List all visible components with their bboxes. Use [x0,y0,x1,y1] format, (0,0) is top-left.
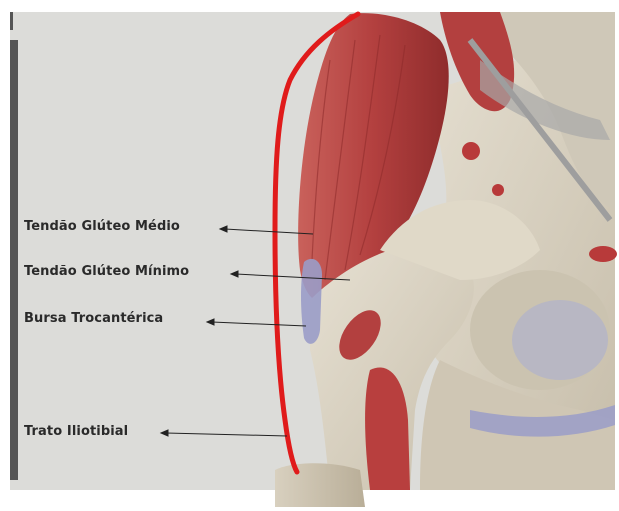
thigh-fascia [275,463,365,507]
red-spot-3 [589,246,617,262]
obturator-region [512,300,608,380]
left-edge-bar [10,40,18,480]
red-spot-2 [492,184,504,196]
red-spot-1 [462,142,480,160]
label-gluteus-medius-tendon: Tendão Glúteo Médio [24,219,180,234]
trochanteric-bursa [301,259,322,344]
label-iliotibial-tract: Trato Iliotibial [24,424,128,439]
label-gluteus-minimus-tendon: Tendão Glúteo Mínimo [24,264,189,279]
label-trochanteric-bursa: Bursa Trocantérica [24,311,163,326]
top-left-tick [10,12,13,30]
